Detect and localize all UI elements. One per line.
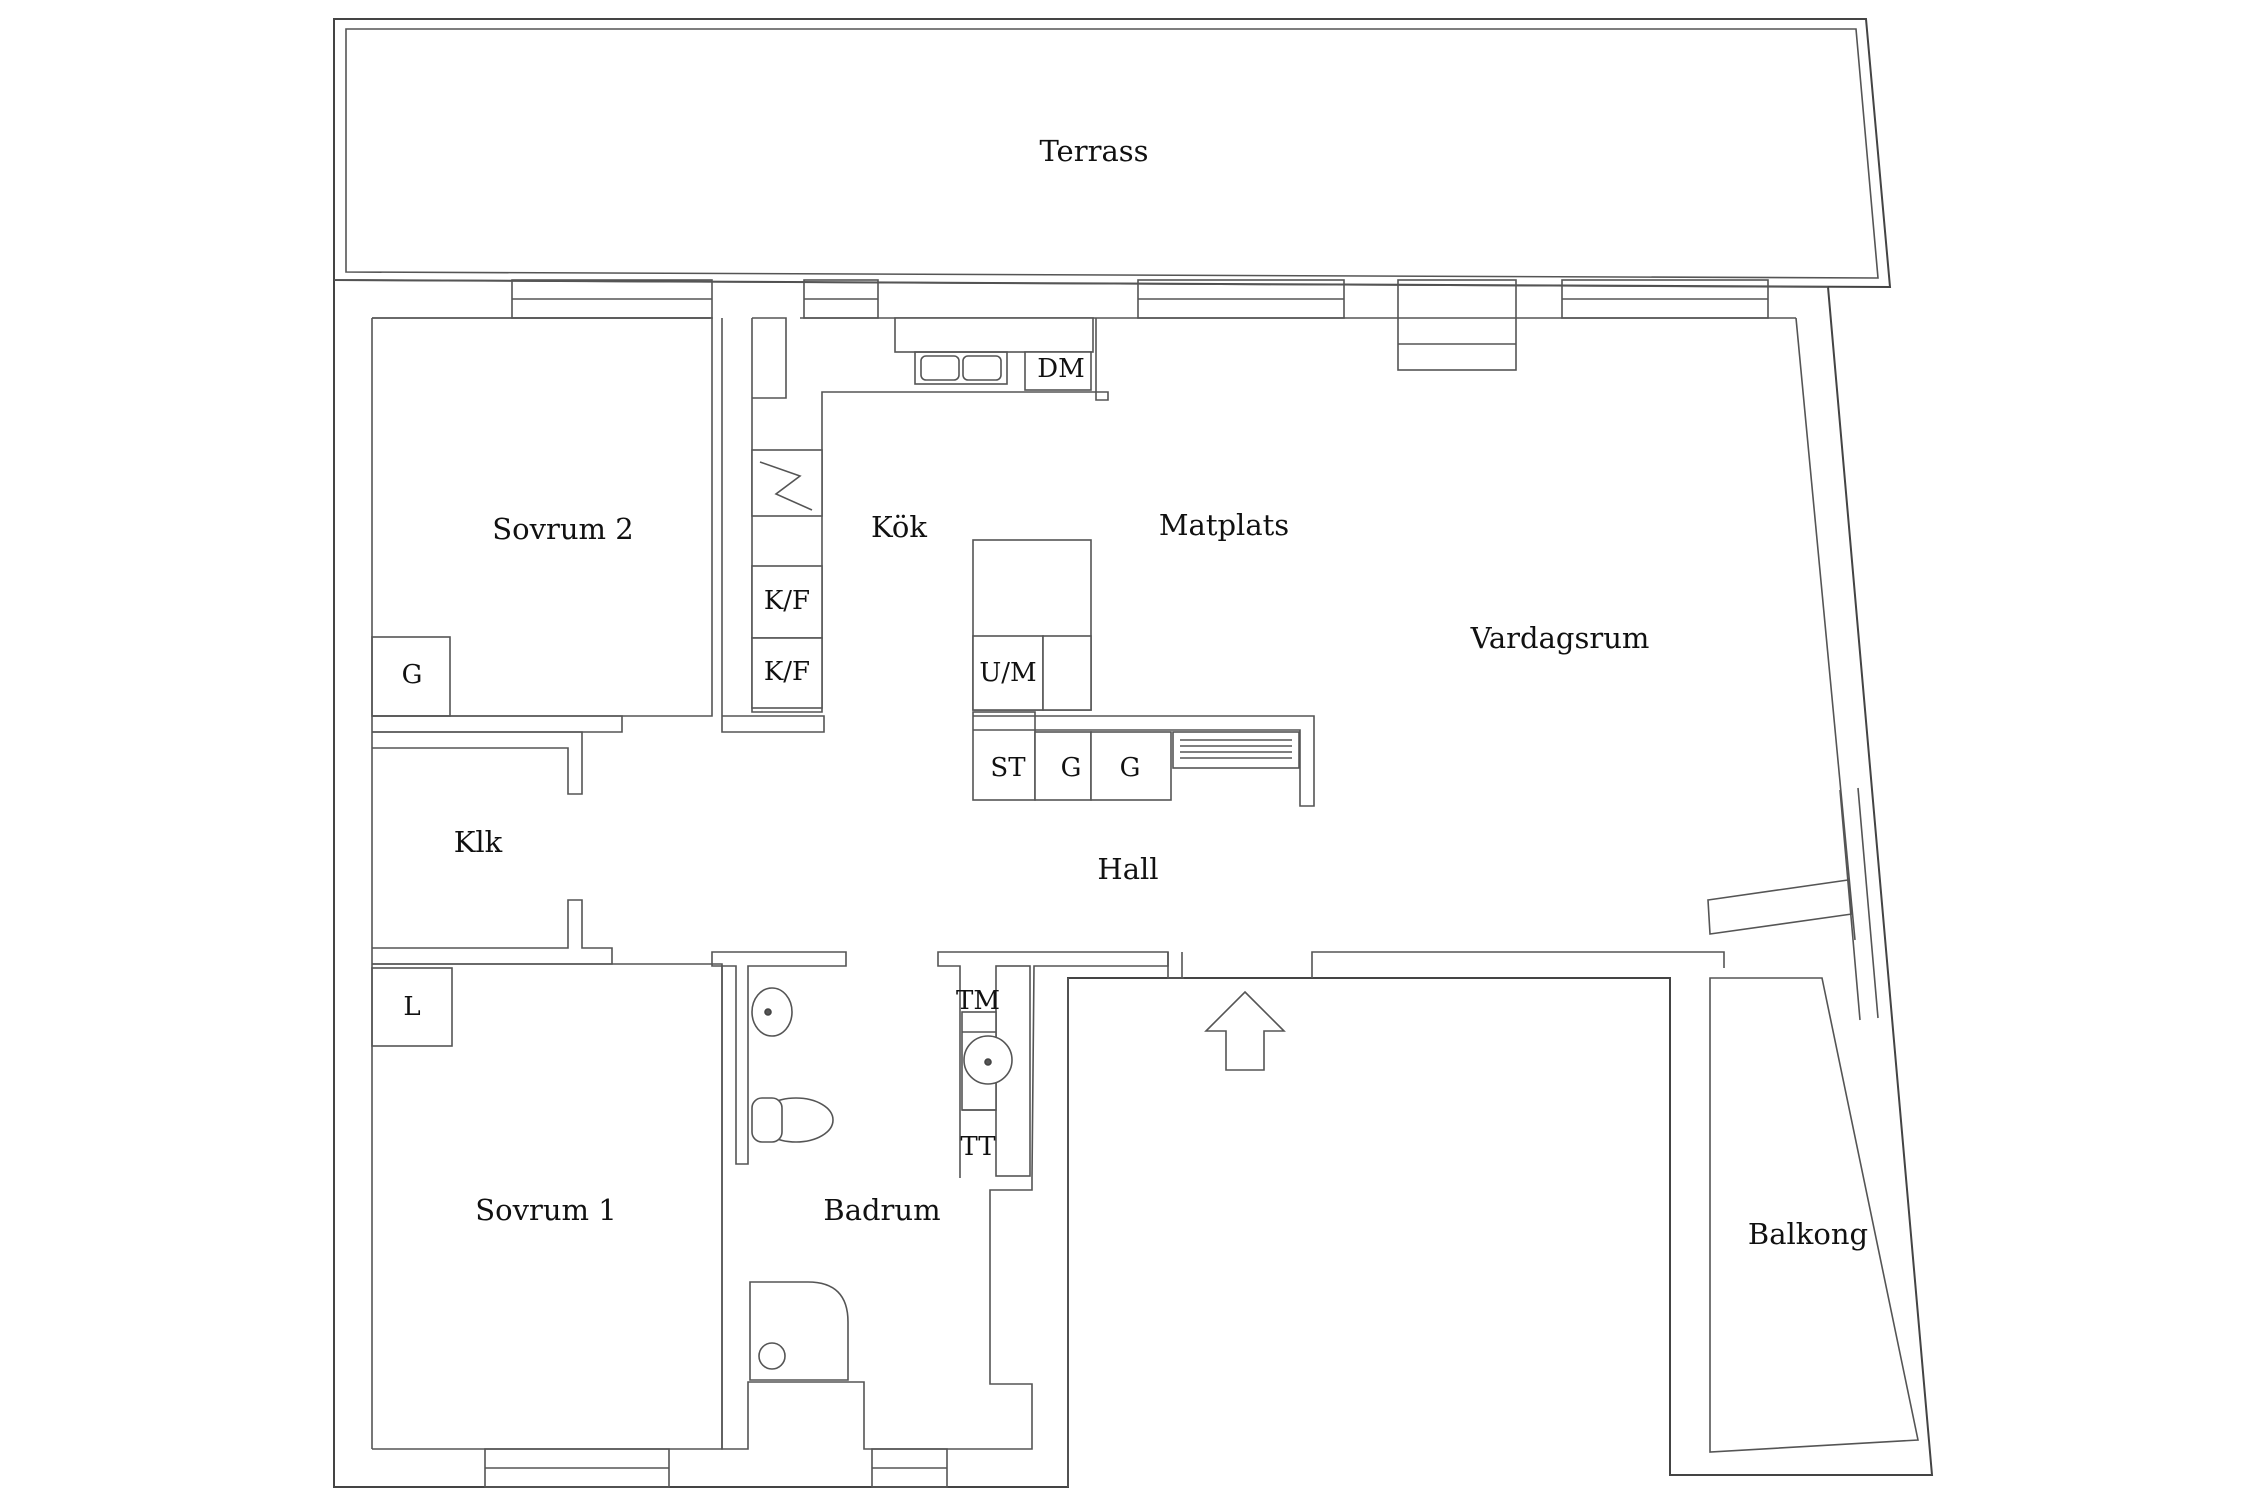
- room-label-klk: Klk: [454, 825, 503, 859]
- fixture-label-um: U/M: [979, 658, 1036, 688]
- fixture-label-l-sovrum1: L: [403, 992, 420, 1022]
- room-label-hall: Hall: [1097, 852, 1158, 886]
- fixture-label-dm: DM: [1037, 354, 1084, 384]
- fixture-label-kf-lower: K/F: [764, 657, 810, 687]
- room-label-badrum: Badrum: [823, 1193, 940, 1227]
- room-label-vardagsrum: Vardagsrum: [1470, 621, 1650, 655]
- fixture-label-st: ST: [990, 753, 1026, 783]
- badrum-walls: [711, 951, 1169, 1450]
- fixture-label-g-sovrum2: G: [402, 660, 423, 690]
- room-label-terrass: Terrass: [1039, 134, 1148, 168]
- room-label-sovrum2: Sovrum 2: [492, 512, 633, 546]
- fixture-label-tm: TM: [956, 986, 1000, 1016]
- room-label-balkong: Balkong: [1748, 1217, 1868, 1251]
- balkong-outline: [1707, 879, 1919, 1453]
- room-label-kok: Kök: [871, 510, 927, 544]
- room-label-sovrum1: Sovrum 1: [475, 1193, 616, 1227]
- kitchen-walls: [721, 317, 1109, 733]
- fixture-label-kf-upper: K/F: [764, 586, 810, 616]
- room-label-matplats: Matplats: [1159, 508, 1289, 542]
- fixture-label-g-kitchen-1: G: [1061, 753, 1082, 783]
- hall-walls: [1167, 951, 1725, 979]
- terrace-outline: [333, 18, 1892, 289]
- klk-walls: [372, 731, 613, 965]
- entrance-arrow-icon: [1204, 990, 1286, 1071]
- kitchen-fixtures: [751, 317, 1315, 807]
- fixture-label-tt: TT: [960, 1132, 996, 1162]
- fixture-label-g-kitchen-2: G: [1120, 753, 1141, 783]
